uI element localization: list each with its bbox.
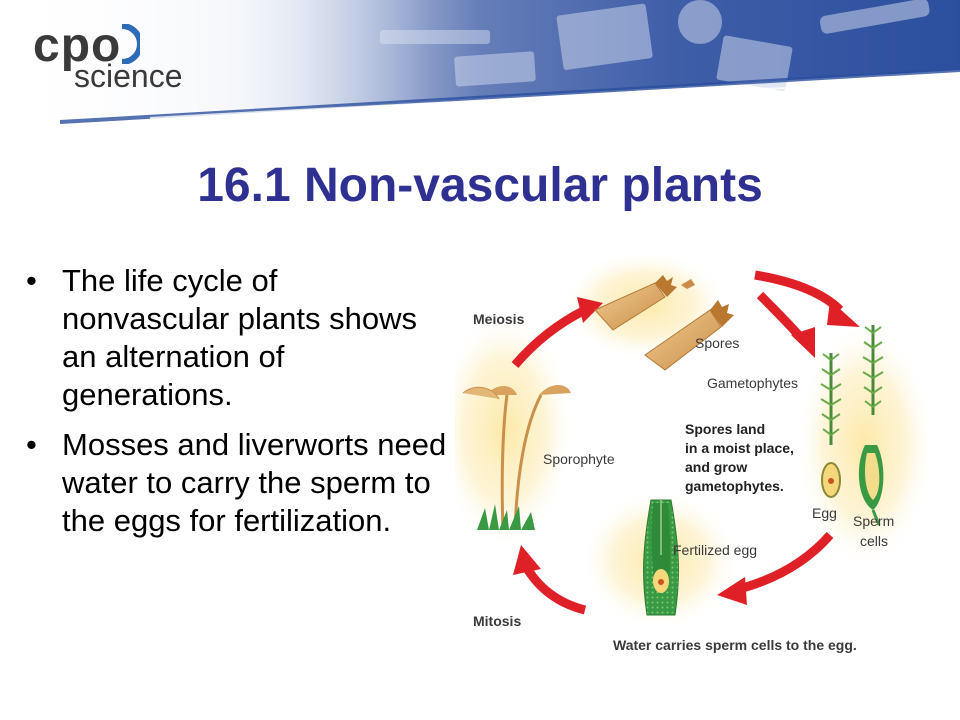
banner-graphic (0, 0, 960, 125)
label-gametophytes: Gametophytes (707, 375, 799, 391)
bullet-text: Mosses and liverworts need water to carr… (62, 427, 447, 538)
spores-land-note: Spores land in a moist place, and grow g… (685, 420, 825, 496)
label-meiosis: Meiosis (473, 311, 525, 327)
sporophyte-glow (455, 310, 575, 550)
bullet-item: • The life cycle of nonvascular plants s… (22, 262, 452, 414)
label-spores: Spores (695, 335, 740, 351)
spore-capsules-icon (594, 275, 734, 371)
gametophyte-plants-icon (820, 325, 884, 526)
note-line: in a moist place, (685, 440, 794, 456)
logo-arc-icon (121, 24, 140, 64)
moss-life-cycle-diagram: Meiosis Spores Gametophytes Sporophyte S… (455, 255, 935, 665)
bullet-list: • The life cycle of nonvascular plants s… (22, 262, 452, 552)
bullet-dot-icon: • (26, 263, 37, 298)
fertilized-egg-plant-icon (643, 499, 679, 616)
header-banner: cpo science (0, 0, 960, 125)
logo-science-text: science (74, 58, 183, 94)
slide-title: 16.1 Non-vascular plants (197, 159, 763, 212)
cycle-arrows (511, 270, 860, 615)
label-mitosis: Mitosis (473, 613, 522, 629)
note-line: and grow (685, 459, 748, 475)
label-egg: Egg (812, 505, 837, 521)
label-sperm: Sperm (853, 513, 895, 529)
label-water-caption: Water carries sperm cells to the egg. (613, 637, 857, 653)
bullet-dot-icon: • (26, 427, 37, 462)
cpo-science-logo: cpo science (30, 19, 210, 100)
bullet-text: The life cycle of nonvascular plants sho… (62, 263, 417, 412)
sporophyte-plant-icon (462, 385, 571, 531)
label-fertilized-egg: Fertilized egg (673, 542, 758, 558)
label-sporophyte: Sporophyte (543, 451, 615, 467)
bullet-item: • Mosses and liverworts need water to ca… (22, 426, 452, 540)
note-line: gametophytes. (685, 478, 784, 494)
logo-cpo-text: cpo (33, 19, 122, 72)
life-cycle-graphic (455, 255, 935, 630)
note-line: Spores land (685, 421, 766, 437)
label-sperm-cells: cells (860, 533, 889, 549)
